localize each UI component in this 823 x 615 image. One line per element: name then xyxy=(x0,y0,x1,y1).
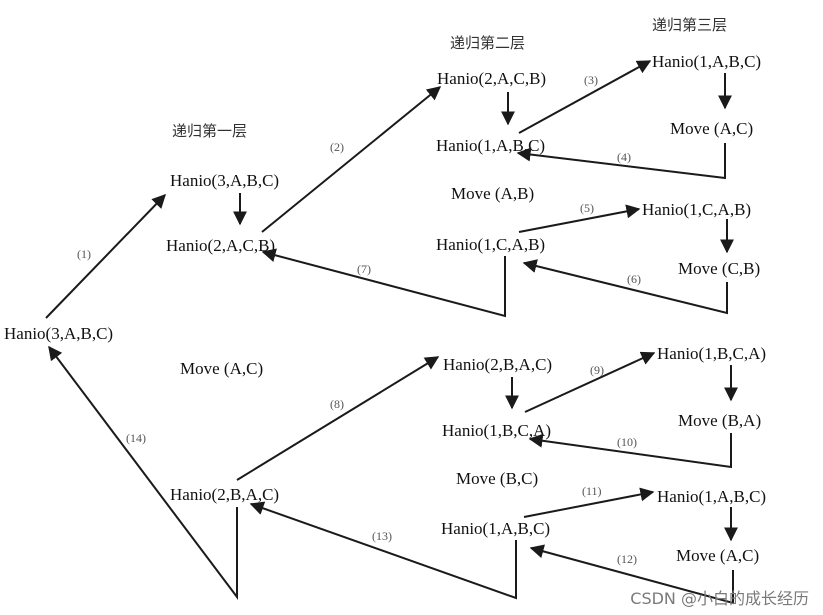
edge-step-6 xyxy=(522,259,728,315)
node-l1-call: Hanio(3,A,B,C) xyxy=(170,171,279,190)
edge-step-11 xyxy=(523,487,655,518)
node-l2b-right: Hanio(1,A,B,C) xyxy=(441,519,550,538)
node-l3-2-move: Move (C,B) xyxy=(678,259,760,278)
edge-step-4 xyxy=(516,143,726,180)
layer-1-heading: 递归第一层 xyxy=(172,122,247,140)
node-l1-left: Hanio(2,A,C,B) xyxy=(166,236,275,255)
node-l2b-left: Hanio(1,B,C,A) xyxy=(442,421,551,440)
edge-step-10 xyxy=(528,433,732,469)
edge-step-12 xyxy=(529,544,734,605)
node-l3-3-call: Hanio(1,B,C,A) xyxy=(657,344,766,363)
step-label-6: (6) xyxy=(627,272,641,286)
edge-step-13 xyxy=(249,501,517,600)
node-l3-4-move: Move (A,C) xyxy=(676,546,759,565)
edge-step-2 xyxy=(261,86,442,233)
csdn-watermark: CSDN @小白的成长经历 xyxy=(630,589,809,608)
edge-step-5 xyxy=(518,204,641,233)
node-l3-4-call: Hanio(1,A,B,C) xyxy=(657,487,766,506)
step-label-5: (5) xyxy=(580,201,594,215)
step-label-11: (11) xyxy=(582,484,602,498)
step-label-13: (13) xyxy=(372,529,392,543)
step-label-4: (4) xyxy=(617,150,631,164)
step-label-7: (7) xyxy=(357,262,371,276)
node-l3-2-call: Hanio(1,C,A,B) xyxy=(642,200,751,219)
step-label-14: (14) xyxy=(126,431,146,445)
edge-step-1 xyxy=(45,193,166,319)
node-l3-1-move: Move (A,C) xyxy=(670,119,753,138)
edge-step-8 xyxy=(236,356,440,481)
node-l3-3-move: Move (B,A) xyxy=(678,411,761,430)
node-l2a-right: Hanio(1,C,A,B) xyxy=(436,235,545,254)
layer-2-heading: 递归第二层 xyxy=(450,34,525,52)
step-label-8: (8) xyxy=(330,397,344,411)
step-label-9: (9) xyxy=(590,363,604,377)
node-l2b-call: Hanio(2,B,A,C) xyxy=(443,355,552,374)
node-l2a-move: Move (A,B) xyxy=(451,184,534,203)
node-l2a-left: Hanio(1,A,B,C) xyxy=(436,136,545,155)
edge-step-9 xyxy=(524,351,656,413)
edge-step-14 xyxy=(48,345,238,600)
node-l2a-call: Hanio(2,A,C,B) xyxy=(437,69,546,88)
node-l1-move: Move (A,C) xyxy=(180,359,263,378)
node-l3-1-call: Hanio(1,A,B,C) xyxy=(652,52,761,71)
step-label-3: (3) xyxy=(584,73,598,87)
node-root: Hanio(3,A,B,C) xyxy=(4,324,113,343)
layer-3-heading: 递归第三层 xyxy=(652,16,727,34)
node-l2b-move: Move (B,C) xyxy=(456,469,538,488)
step-label-12: (12) xyxy=(617,552,637,566)
step-label-10: (10) xyxy=(617,435,637,449)
edge-step-7 xyxy=(261,248,506,318)
node-l1-right: Hanio(2,B,A,C) xyxy=(170,485,279,504)
step-label-1: (1) xyxy=(77,247,91,261)
edge-step-3 xyxy=(518,60,652,134)
step-label-2: (2) xyxy=(330,140,344,154)
